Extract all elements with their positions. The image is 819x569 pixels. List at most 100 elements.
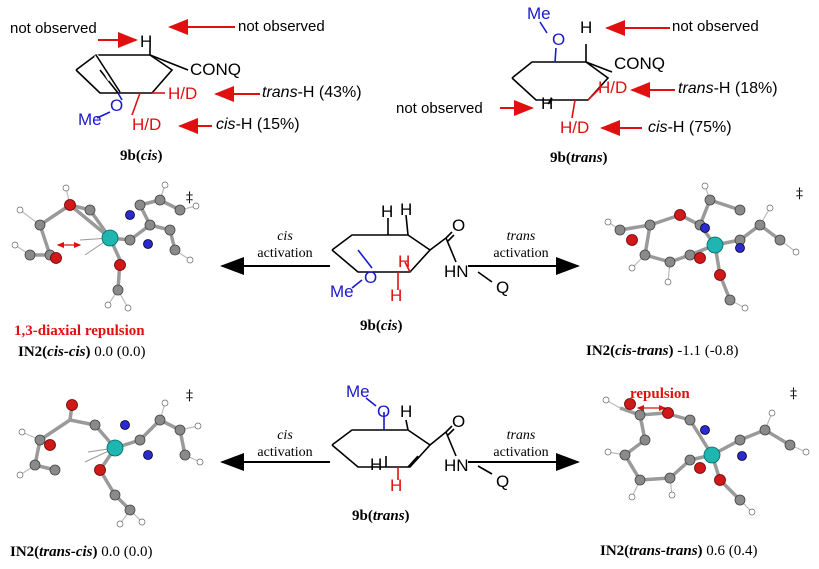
tr-caption: 9b(trans) bbox=[550, 150, 608, 167]
tr-MeO-Me: Me bbox=[527, 4, 551, 23]
bot-cis-activation: cis activation bbox=[240, 427, 330, 461]
model-trans-cis bbox=[16, 399, 204, 528]
bottom-structure bbox=[331, 397, 493, 480]
mid-repulsion-label: 1,3-diaxial repulsion bbox=[14, 323, 145, 339]
tr-caption-ital: trans bbox=[570, 150, 603, 166]
bot-repulsion-label: repulsion bbox=[630, 386, 690, 402]
tr-cis-suffix: -H (75%) bbox=[667, 119, 732, 136]
top-right-structure bbox=[511, 21, 613, 119]
mid-caption-ital: cis bbox=[380, 318, 398, 334]
tl-caption-main: 9b( bbox=[120, 148, 141, 164]
tr-trans-prefix: trans bbox=[678, 80, 714, 97]
bot-dagger-right: ‡ bbox=[790, 386, 797, 402]
mid-right-cap-end: ) bbox=[668, 343, 674, 359]
tr-cis-prefix: cis bbox=[648, 119, 668, 136]
top-left-structure bbox=[75, 47, 189, 119]
tr-CONQ: CONQ bbox=[614, 54, 665, 73]
mid-left-cap-main: IN2( bbox=[18, 344, 48, 360]
tl-trans-prefix: trans bbox=[262, 84, 298, 101]
mid-left-cap-ital: cis-cis bbox=[47, 344, 86, 360]
tl-CONQ: CONQ bbox=[190, 60, 241, 79]
bot-right-cap-end: ) bbox=[697, 543, 703, 559]
bot-right-caption: IN2(trans-trans) 0.6 (0.4) bbox=[600, 543, 758, 560]
bot-H-top: H bbox=[400, 402, 413, 421]
bot-Q: Q bbox=[496, 472, 510, 491]
tl-H: H bbox=[140, 32, 153, 51]
bot-left-cap-ital: trans-cis bbox=[39, 544, 93, 560]
bot-dagger-left: ‡ bbox=[186, 388, 193, 404]
mid-O-carbonyl: O bbox=[452, 216, 466, 235]
model-trans-trans bbox=[602, 396, 810, 516]
mid-H-top2: H bbox=[400, 200, 413, 219]
tr-caption-main: 9b( bbox=[550, 150, 571, 166]
bot-O: O bbox=[377, 402, 391, 421]
bot-right-cap-ital: trans-trans bbox=[629, 543, 698, 559]
mid-caption: 9b(cis) bbox=[360, 318, 403, 335]
tl-HD-cis: H/D bbox=[132, 115, 162, 134]
tr-cis-label: cis-H (75%) bbox=[648, 119, 732, 137]
tl-trans-suffix: -H (43%) bbox=[297, 84, 362, 101]
bot-H-red: H bbox=[390, 476, 403, 495]
bot-cis-act-ital: cis bbox=[277, 428, 293, 443]
bot-left-energy: 0.0 (0.0) bbox=[97, 544, 153, 560]
bot-caption-end: ) bbox=[404, 508, 410, 524]
middle-structure bbox=[331, 214, 493, 290]
tl-MeO-Me: Me bbox=[78, 110, 102, 129]
tr-H-ring: H bbox=[541, 94, 554, 113]
tr-H: H bbox=[580, 18, 593, 37]
tr-MeO-O: O bbox=[552, 30, 566, 49]
tr-not-observed-2: not observed bbox=[396, 100, 483, 117]
bot-O-carbonyl: O bbox=[452, 412, 466, 431]
bot-HN: HN bbox=[444, 456, 469, 475]
bot-trans-activation: trans activation bbox=[476, 427, 566, 461]
mid-H-top: H bbox=[381, 202, 394, 221]
tl-HD-trans: H/D bbox=[168, 84, 198, 103]
mid-right-cap-ital: cis-trans bbox=[615, 343, 669, 359]
tl-caption: 9b(cis) bbox=[120, 148, 163, 165]
bot-left-cap-main: IN2( bbox=[10, 544, 40, 560]
mid-right-energy: -1.1 (-0.8) bbox=[673, 343, 739, 359]
mid-H-red1: H bbox=[398, 252, 411, 271]
mid-right-cap-main: IN2( bbox=[586, 343, 616, 359]
tr-caption-end: ) bbox=[602, 150, 608, 166]
mid-H-red2: H bbox=[390, 286, 403, 305]
mid-left-cap-end: ) bbox=[85, 344, 91, 360]
tl-cis-suffix: -H (15%) bbox=[235, 116, 300, 133]
mid-cis-act-ital: cis bbox=[277, 229, 293, 244]
mid-left-energy: 0.0 (0.0) bbox=[90, 344, 146, 360]
tl-cis-prefix: cis bbox=[216, 116, 236, 133]
bot-left-caption: IN2(trans-cis) 0.0 (0.0) bbox=[10, 544, 153, 561]
mid-cis-activation: cis activation bbox=[240, 228, 330, 262]
bot-trans-act-ital: trans bbox=[506, 428, 536, 443]
mid-cis-act: activation bbox=[257, 246, 313, 261]
tr-HD-cis: H/D bbox=[560, 118, 590, 137]
bot-trans-act: activation bbox=[493, 445, 549, 460]
bot-cis-act: activation bbox=[257, 445, 313, 460]
bot-caption-ital: trans bbox=[372, 508, 405, 524]
tl-caption-end: ) bbox=[157, 148, 163, 164]
mid-left-caption: IN2(cis-cis) 0.0 (0.0) bbox=[18, 344, 146, 361]
bot-caption: 9b(trans) bbox=[352, 508, 410, 525]
mid-dagger-right: ‡ bbox=[796, 186, 803, 202]
mid-HN: HN bbox=[444, 262, 469, 281]
bot-H-black: H bbox=[370, 455, 383, 474]
bot-caption-main: 9b( bbox=[352, 508, 373, 524]
mid-Q: Q bbox=[496, 278, 510, 297]
mid-right-caption: IN2(cis-trans) -1.1 (-0.8) bbox=[586, 343, 739, 360]
model-cis-trans bbox=[604, 182, 800, 312]
tr-trans-label: trans-H (18%) bbox=[678, 80, 778, 98]
mid-dagger-left: ‡ bbox=[186, 190, 193, 206]
tl-not-observed-2: not observed bbox=[238, 18, 325, 35]
mid-caption-end: ) bbox=[397, 318, 403, 334]
tr-trans-suffix: -H (18%) bbox=[713, 80, 778, 97]
model-cis-cis bbox=[11, 181, 200, 312]
bot-right-energy: 0.6 (0.4) bbox=[702, 543, 758, 559]
bot-left-cap-end: ) bbox=[92, 544, 98, 560]
tr-HD-trans: H/D bbox=[598, 78, 628, 97]
mid-O: O bbox=[364, 268, 378, 287]
tl-trans-label: trans-H (43%) bbox=[262, 84, 362, 102]
bot-right-cap-main: IN2( bbox=[600, 543, 630, 559]
mid-trans-act: activation bbox=[493, 246, 549, 261]
